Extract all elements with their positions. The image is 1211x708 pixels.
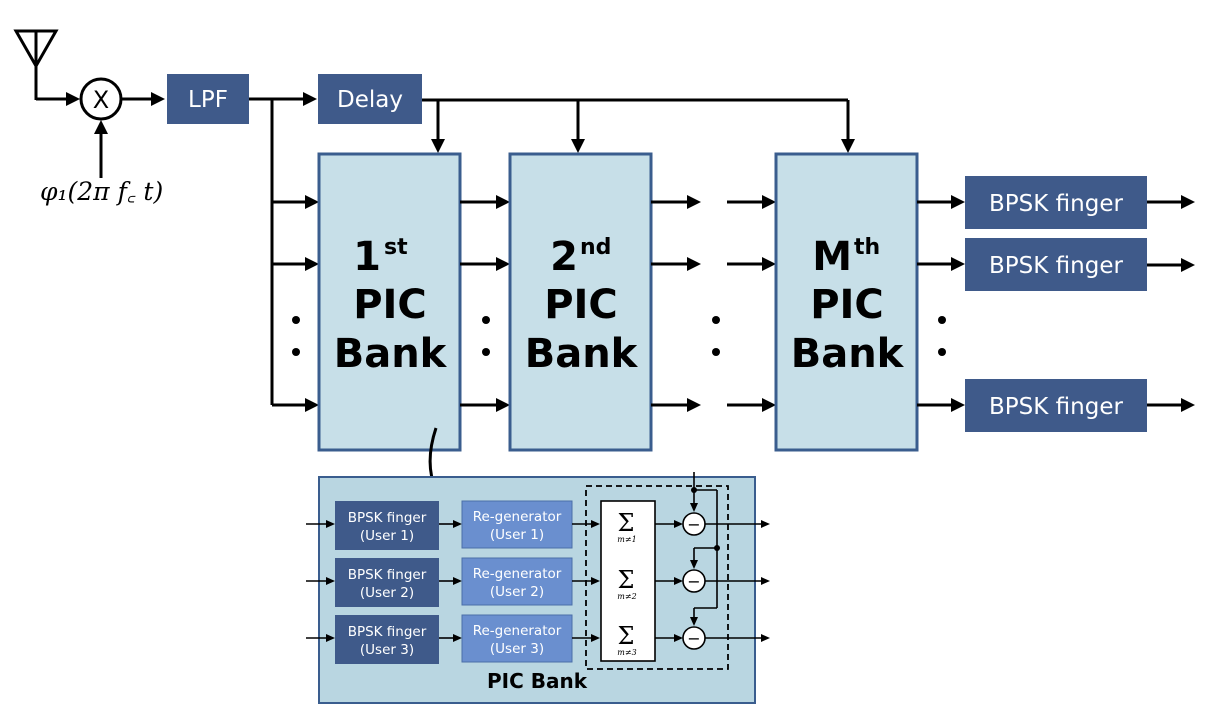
arrow-delay-bankm <box>841 139 855 153</box>
lpf-label: LPF <box>188 87 228 113</box>
regenerator-1-l2: (User 1) <box>490 527 544 543</box>
output-finger-3: BPSK finger <box>965 379 1147 432</box>
detail-finger-2-l2: (User 2) <box>360 585 414 601</box>
finger-regen-arrows <box>439 520 462 642</box>
detail-finger-3-l2: (User 3) <box>360 642 414 658</box>
bank-m-line2: Bank <box>791 331 905 377</box>
detail-finger-3: BPSK finger (User 3) <box>335 615 439 664</box>
arrow-into-lpf <box>151 92 165 106</box>
between-banks-ellipsis <box>712 316 720 356</box>
regenerator-3-l1: Re-generator <box>473 623 562 639</box>
pic-bank-m: M th PIC Bank <box>774 152 919 452</box>
output-finger-1-label: BPSK finger <box>989 191 1123 217</box>
bankm-output-arrows <box>917 195 965 412</box>
output-finger-2: BPSK finger <box>965 238 1147 291</box>
output-finger-3-label: BPSK finger <box>989 394 1123 420</box>
bank-m-number: M <box>812 234 852 280</box>
bank-1-number: 1 <box>353 234 381 280</box>
mixer-label: X <box>93 86 109 114</box>
sum-1: Σ m≠1 <box>617 509 636 544</box>
sum-sub-arrows <box>655 520 683 642</box>
carrier-expression: φ₁(2π f꜀ t) <box>40 177 163 206</box>
arrow-into-delay <box>303 92 317 106</box>
bank-1-suffix: st <box>384 235 408 260</box>
bank-m-suffix: th <box>854 235 880 260</box>
bank-2-number: 2 <box>550 234 578 280</box>
bank2-output-arrows <box>651 195 701 412</box>
bank-1-line1: PIC <box>353 282 427 328</box>
delay-label: Delay <box>337 87 403 113</box>
bank-2-line1: PIC <box>544 282 618 328</box>
detail-finger-2-l1: BPSK finger <box>348 567 427 583</box>
sum-3: Σ m≠3 <box>617 622 636 657</box>
delay-block <box>318 74 422 124</box>
input-ellipsis <box>292 316 300 356</box>
output-finger-2-label: BPSK finger <box>989 253 1123 279</box>
subtractor-1-sign: − <box>687 515 700 534</box>
output-finger-1: BPSK finger <box>965 176 1147 229</box>
detail-output-arrows <box>705 520 770 642</box>
bank1-to-bank2-arrows <box>460 195 510 412</box>
detail-input-arrows <box>306 520 335 642</box>
arrow-carrier-into-mixer <box>94 120 108 134</box>
regenerator-3-l2: (User 3) <box>490 641 544 657</box>
bank-1-line2: Bank <box>334 331 448 377</box>
pic-bank-1: 1 st PIC Bank <box>317 152 462 452</box>
bank-2-suffix: nd <box>580 235 611 260</box>
sum-1-sub: m≠1 <box>617 535 636 544</box>
final-output-arrows <box>1147 195 1195 412</box>
sum-2: Σ m≠2 <box>617 566 636 601</box>
bank-m-line1: PIC <box>810 282 884 328</box>
sum-2-sub: m≠2 <box>617 592 636 601</box>
subtractor-1: − <box>682 512 706 536</box>
detail-title: PIC Bank <box>487 669 588 693</box>
subtractor-2-sign: − <box>687 572 700 591</box>
arrow-into-mixer <box>66 92 80 106</box>
received-signal-path <box>690 472 720 626</box>
detail-finger-1-l2: (User 1) <box>360 528 414 544</box>
arrow-delay-bank2 <box>571 139 585 153</box>
regen-sum-arrows <box>572 520 600 642</box>
mixer: X <box>79 77 123 121</box>
lpf-block <box>167 74 249 124</box>
detail-finger-1-l1: BPSK finger <box>348 510 427 526</box>
regenerator-1-l1: Re-generator <box>473 509 562 525</box>
summation-block <box>600 500 656 662</box>
detail-finger-1: BPSK finger (User 1) <box>335 501 439 550</box>
antenna-icon <box>13 29 59 100</box>
regenerator-1: Re-generator (User 1) <box>461 500 573 549</box>
detail-finger-2: BPSK finger (User 2) <box>335 558 439 607</box>
bank-2-line2: Bank <box>525 331 639 377</box>
sum-2-symbol: Σ <box>618 566 635 594</box>
sum-3-symbol: Σ <box>618 622 635 650</box>
sum-3-sub: m≠3 <box>617 648 636 657</box>
regenerator-3: Re-generator (User 3) <box>461 614 573 663</box>
arrow-delay-bank1 <box>431 139 445 153</box>
sum-1-symbol: Σ <box>618 509 635 537</box>
regenerator-2-l1: Re-generator <box>473 566 562 582</box>
interference-box <box>585 485 729 670</box>
regenerator-2: Re-generator (User 2) <box>461 557 573 606</box>
input-arrows <box>272 195 319 412</box>
pic-bank-detail: PIC Bank BPSK finger (User 1) BPSK finge… <box>306 472 770 704</box>
detail-finger-3-l1: BPSK finger <box>348 624 427 640</box>
subtractor-3: − <box>682 626 706 650</box>
subtractor-3-sign: − <box>687 629 700 648</box>
pic-bank-2: 2 nd PIC Bank <box>508 152 653 452</box>
regenerator-2-l2: (User 2) <box>490 584 544 600</box>
bankm-input-arrows <box>727 195 776 412</box>
subtractor-2: − <box>682 569 706 593</box>
